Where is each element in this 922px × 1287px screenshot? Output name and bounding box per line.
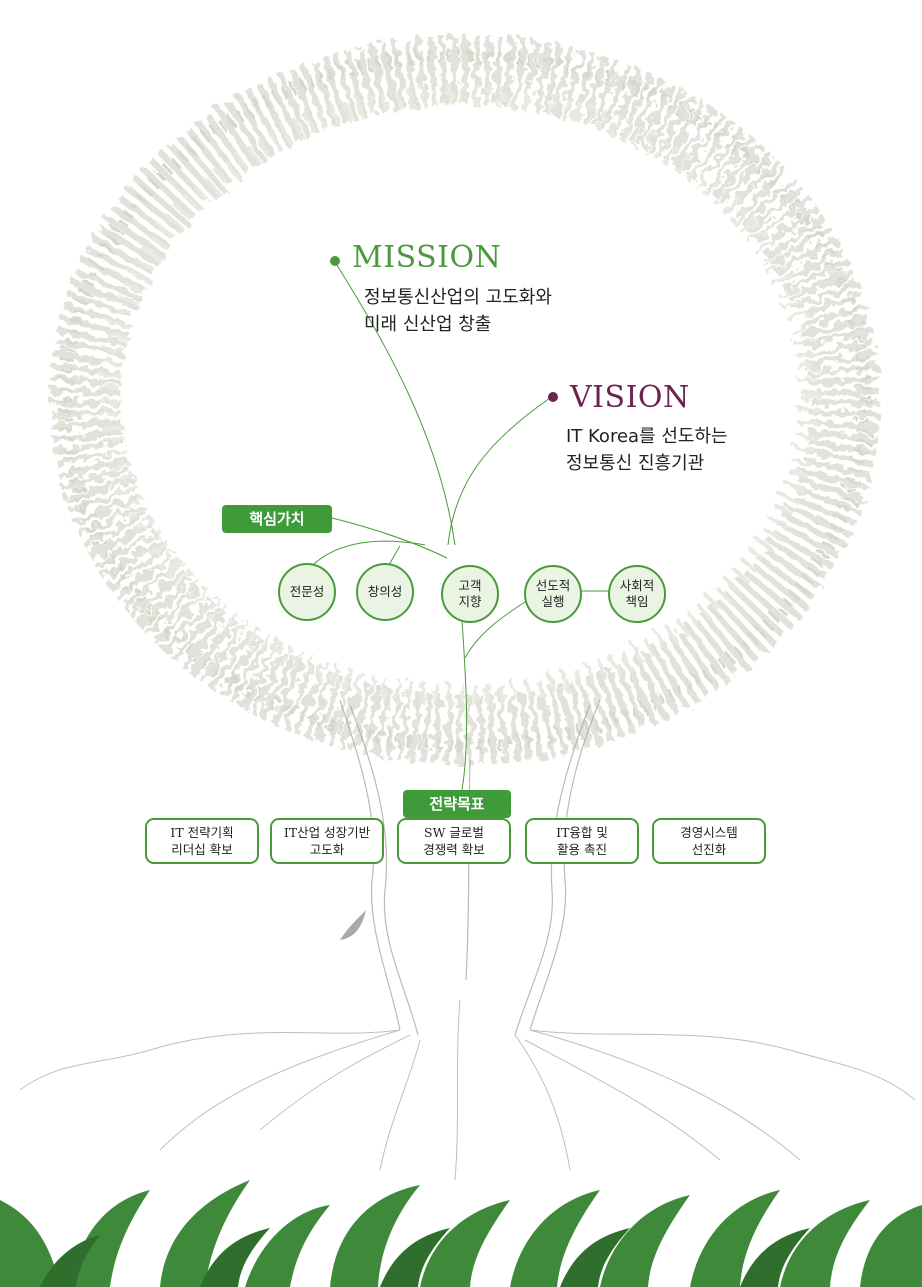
mission-dot bbox=[330, 256, 340, 266]
core-value-proactive-execution: 선도적 실행 bbox=[524, 565, 582, 623]
core-value-expertise: 전문성 bbox=[278, 563, 336, 621]
ground-foliage-dark bbox=[40, 1228, 810, 1287]
vision-title: VISION bbox=[570, 380, 690, 415]
goal-sw-global-competitiveness: SW 글로벌 경쟁력 확보 bbox=[397, 818, 511, 864]
tree-roots bbox=[19, 999, 916, 1181]
core-line-5 bbox=[464, 599, 529, 659]
core-values-label: 핵심가치 bbox=[222, 505, 332, 533]
mission-title: MISSION bbox=[352, 240, 502, 275]
goal-it-strategy-leadership: IT 전략기획 리더십 확보 bbox=[145, 818, 259, 864]
vision-dot bbox=[548, 392, 558, 402]
main-stem bbox=[461, 619, 468, 791]
core-value-social-responsibility: 사회적 책임 bbox=[608, 565, 666, 623]
goal-management-system: 경영시스템 선진화 bbox=[652, 818, 766, 864]
connector-lines bbox=[307, 261, 610, 791]
strategic-goals-label: 전략목표 bbox=[403, 790, 511, 818]
tree-canopy bbox=[50, 35, 880, 765]
core-value-customer-oriented: 고객 지향 bbox=[441, 565, 499, 623]
core-line-1 bbox=[331, 517, 448, 559]
ground-foliage bbox=[0, 1180, 922, 1287]
vision-stem bbox=[447, 397, 551, 546]
tree-trunk bbox=[339, 699, 601, 1036]
mission-description: 정보통신산업의 고도화와 미래 신산업 창출 bbox=[364, 287, 552, 335]
core-value-creativity: 창의성 bbox=[356, 563, 414, 621]
goal-it-convergence: IT융합 및 활용 촉진 bbox=[525, 818, 639, 864]
trunk-leaf bbox=[340, 910, 366, 940]
vision-description: IT Korea를 선도하는 정보통신 진흥기관 bbox=[566, 426, 728, 474]
mission-stem bbox=[334, 261, 456, 546]
goal-it-industry-foundation: IT산업 성장기반 고도화 bbox=[270, 818, 384, 864]
core-line-2 bbox=[307, 540, 426, 571]
